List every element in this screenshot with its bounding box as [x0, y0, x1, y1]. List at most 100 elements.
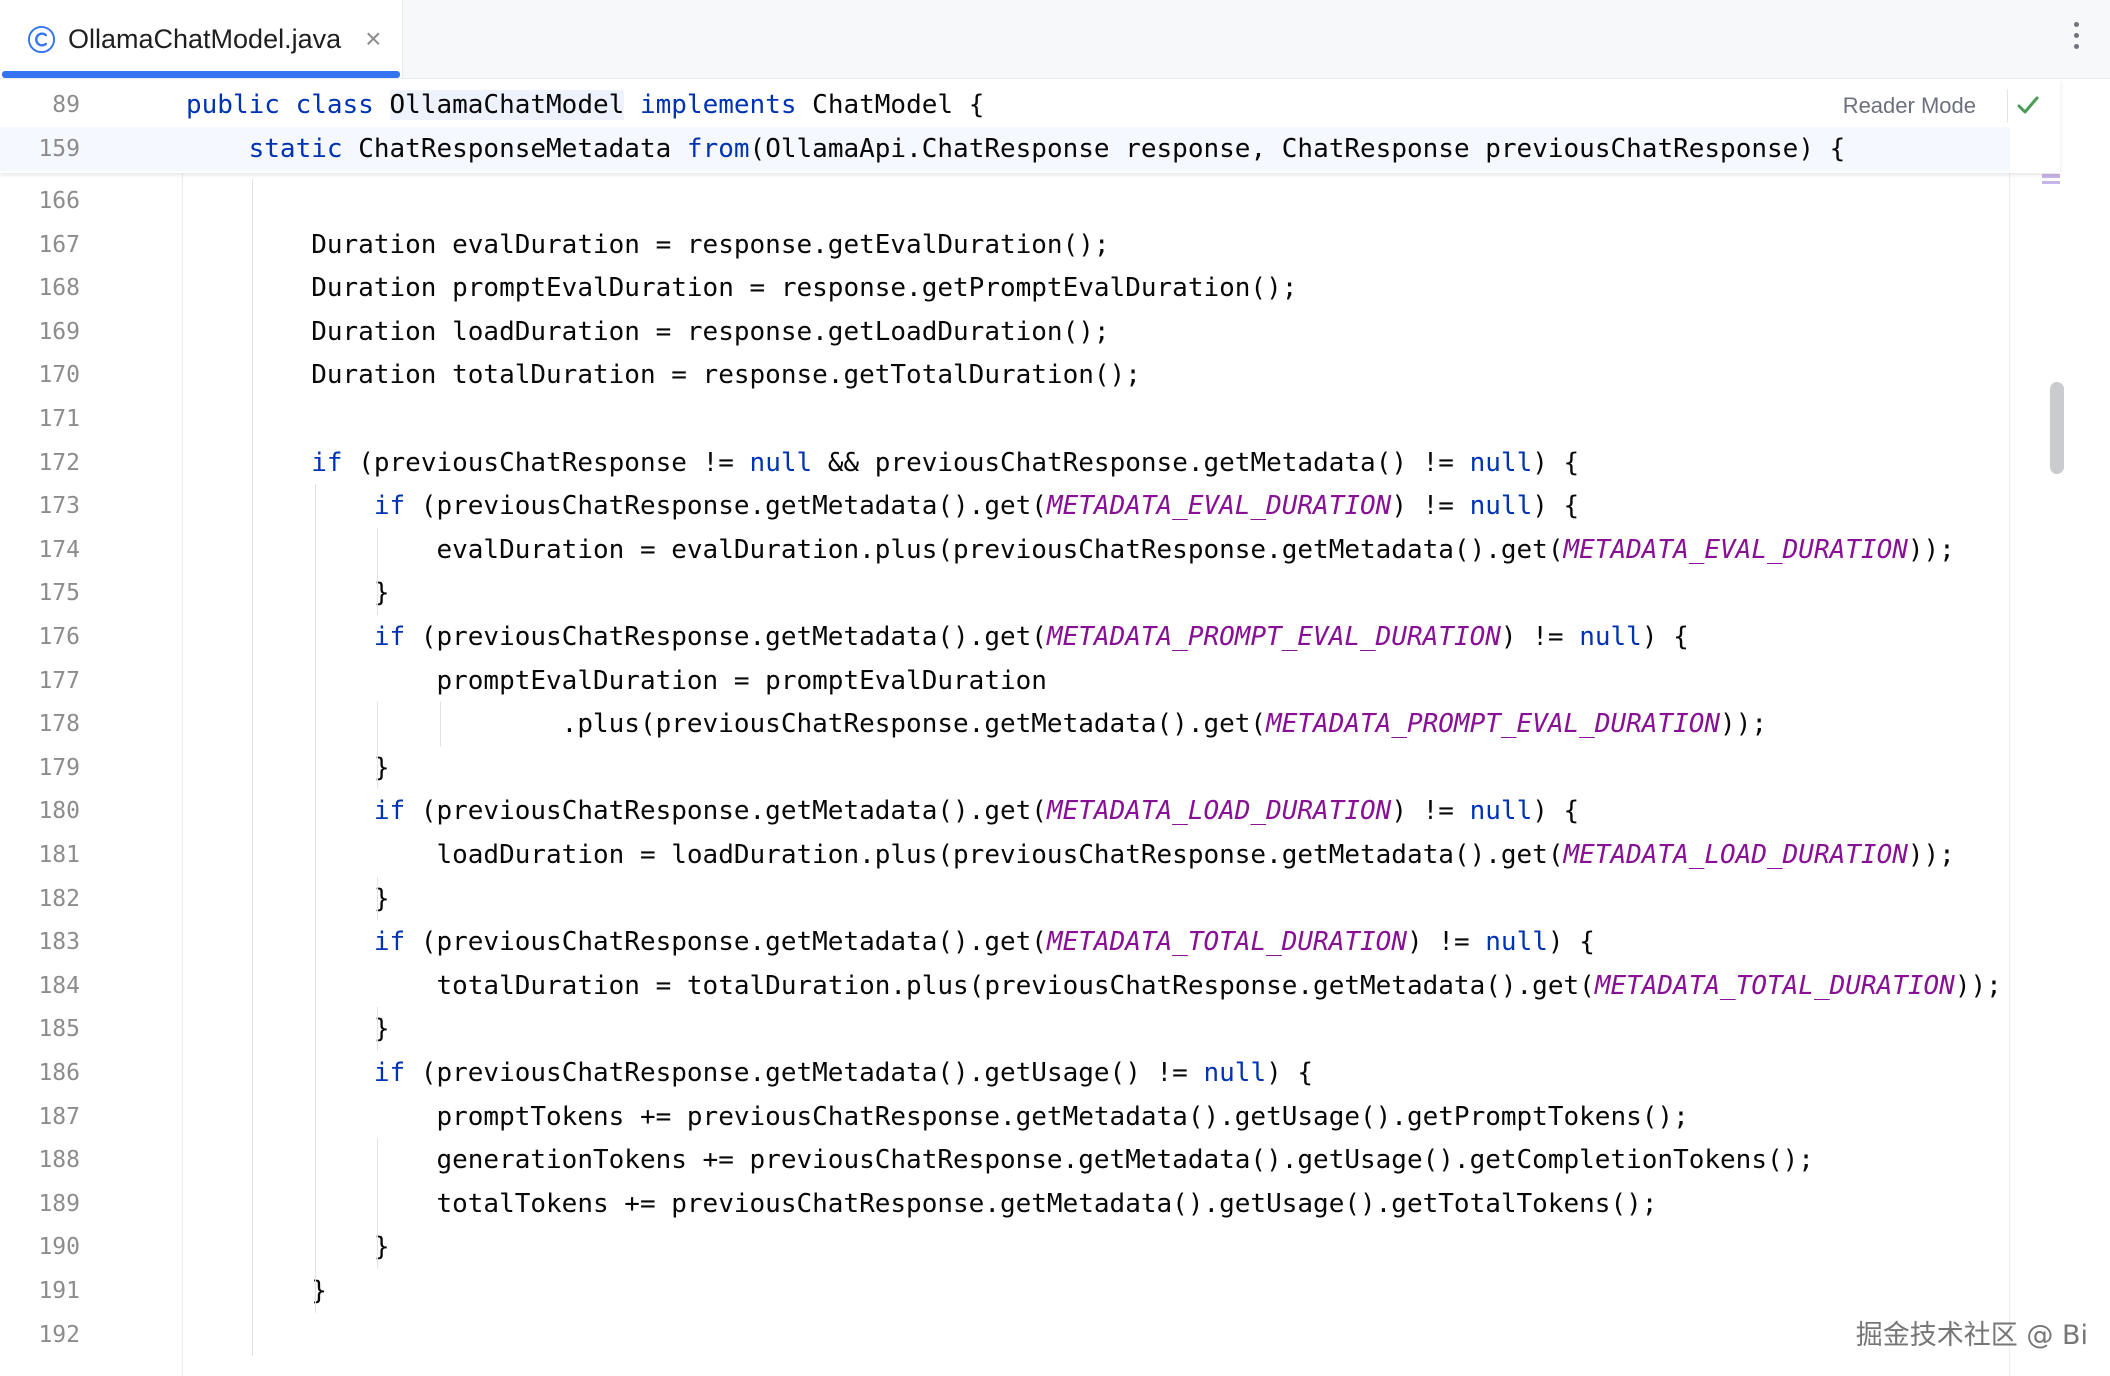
code-text[interactable]: Duration evalDuration = response.getEval… [186, 223, 1109, 267]
line-number[interactable]: 178 [38, 711, 80, 738]
code-text[interactable]: totalDuration = totalDuration.plus(previ… [186, 964, 2001, 1008]
scroll-marker [2042, 181, 2060, 184]
code-text[interactable]: if (previousChatResponse.getMetadata().g… [186, 484, 1579, 528]
code-line[interactable]: 181 loadDuration = loadDuration.plus(pre… [0, 833, 2010, 877]
code-text[interactable]: Duration totalDuration = response.getTot… [186, 353, 1141, 397]
code-text[interactable]: if (previousChatResponse.getMetadata().g… [186, 920, 1595, 964]
close-tab-icon[interactable]: × [365, 23, 382, 54]
code-line[interactable]: 189 totalTokens += previousChatResponse.… [0, 1182, 2010, 1226]
line-number[interactable]: 185 [38, 1016, 80, 1043]
code-text[interactable]: .plus(previousChatResponse.getMetadata()… [186, 702, 1767, 746]
code-text[interactable]: static ChatResponseMetadata from(OllamaA… [186, 127, 1846, 171]
line-number[interactable]: 188 [38, 1147, 80, 1174]
code-line[interactable]: 184 totalDuration = totalDuration.plus(p… [0, 964, 2010, 1008]
line-number[interactable]: 177 [38, 667, 80, 694]
code-line[interactable]: 187 promptTokens += previousChatResponse… [0, 1095, 2010, 1139]
code-token: ) { [1532, 796, 1580, 827]
code-line[interactable]: 191 } [0, 1269, 2010, 1313]
code-text[interactable]: totalTokens += previousChatResponse.getM… [186, 1182, 1657, 1226]
line-number[interactable]: 172 [38, 449, 80, 476]
scrollbar-thumb[interactable] [2050, 382, 2064, 474]
code-text[interactable]: } [186, 1225, 390, 1269]
line-number[interactable]: 171 [38, 406, 80, 432]
line-number[interactable]: 181 [38, 842, 80, 868]
code-line[interactable]: 159 static ChatResponseMetadata from(Oll… [0, 127, 2010, 171]
code-text[interactable]: generationTokens += previousChatResponse… [186, 1138, 1814, 1182]
code-line[interactable]: 89 public class OllamaChatModel implement… [0, 83, 2010, 127]
checkmark-icon[interactable] [2016, 93, 2040, 117]
code-text[interactable]: if (previousChatResponse.getMetadata().g… [186, 1051, 1313, 1095]
code-line[interactable]: 180 if (previousChatResponse.getMetadata… [0, 789, 2010, 833]
line-number[interactable]: 191 [38, 1278, 80, 1304]
code-line[interactable]: 173 if (previousChatResponse.getMetadata… [0, 484, 2010, 528]
line-number[interactable]: 169 [38, 318, 80, 345]
line-number[interactable]: 189 [38, 1190, 80, 1217]
code-line[interactable]: 188 generationTokens += previousChatResp… [0, 1138, 2010, 1182]
line-number[interactable]: 159 [38, 136, 80, 162]
code-text[interactable]: public class OllamaChatModel implements … [186, 83, 984, 127]
code-text[interactable]: evalDuration = evalDuration.plus(previou… [186, 528, 1954, 572]
line-number[interactable]: 170 [38, 362, 80, 389]
code-line[interactable]: 171 [0, 397, 2010, 441]
code-text[interactable]: loadDuration = loadDuration.plus(previou… [186, 833, 1954, 877]
code-text[interactable]: Duration promptEvalDuration = response.g… [186, 266, 1297, 310]
code-line[interactable]: 190 } [0, 1225, 2010, 1269]
code-text[interactable]: } [186, 1269, 327, 1313]
line-number[interactable]: 166 [38, 188, 80, 214]
code-line[interactable]: 178 .plus(previousChatResponse.getMetada… [0, 702, 2010, 746]
line-number[interactable]: 168 [38, 275, 80, 302]
reader-mode-button[interactable]: Reader Mode [1842, 93, 1976, 118]
line-number[interactable]: 182 [38, 885, 80, 912]
vertical-scrollbar[interactable] [2009, 79, 2064, 1376]
line-number[interactable]: 184 [38, 972, 80, 999]
code-text[interactable]: } [186, 571, 390, 615]
code-token: (previousChatResponse.getMetadata().get( [405, 927, 1047, 958]
line-number[interactable]: 176 [38, 624, 80, 650]
code-line[interactable]: 192 [0, 1313, 2010, 1357]
code-line[interactable]: 170 Duration totalDuration = response.ge… [0, 353, 2010, 397]
tab-ollamachatmodel[interactable]: OllamaChatModel.java × [0, 0, 403, 78]
code-line[interactable]: 168 Duration promptEvalDuration = respon… [0, 266, 2010, 310]
line-number[interactable]: 179 [38, 754, 80, 781]
code-line[interactable]: 177 promptEvalDuration = promptEvalDurat… [0, 659, 2010, 703]
code-token: ) != [1406, 927, 1486, 958]
code-line[interactable]: 186 if (previousChatResponse.getMetadata… [0, 1051, 2010, 1095]
keyword-token: if [311, 447, 343, 478]
code-editor[interactable]: 89 public class OllamaChatModel implement… [0, 79, 2064, 1376]
code-line[interactable]: 166 [0, 179, 2010, 223]
code-token: ChatModel { [796, 90, 985, 120]
line-number[interactable]: 89 [52, 92, 80, 118]
line-number[interactable]: 190 [38, 1234, 80, 1261]
line-number[interactable]: 180 [38, 798, 80, 825]
code-text[interactable]: if (previousChatResponse.getMetadata().g… [186, 789, 1579, 833]
code-line[interactable]: 175 } [0, 571, 2010, 615]
code-text[interactable]: } [186, 746, 390, 790]
line-number[interactable]: 187 [38, 1103, 80, 1130]
code-line[interactable]: 185 } [0, 1007, 2010, 1051]
code-text[interactable]: } [186, 877, 390, 921]
line-number[interactable]: 167 [38, 231, 80, 258]
code-line[interactable]: 182 } [0, 877, 2010, 921]
code-text[interactable]: promptEvalDuration = promptEvalDuration [186, 659, 1046, 703]
line-number[interactable]: 175 [38, 580, 80, 607]
code-text[interactable]: Duration loadDuration = response.getLoad… [186, 310, 1109, 354]
more-options-icon[interactable] [2072, 22, 2080, 56]
code-line[interactable]: 183 if (previousChatResponse.getMetadata… [0, 920, 2010, 964]
code-line[interactable]: 167 Duration evalDuration = response.get… [0, 223, 2010, 267]
code-token: (previousChatResponse.getMetadata().get( [405, 491, 1047, 522]
line-number[interactable]: 173 [38, 493, 80, 520]
code-line[interactable]: 169 Duration loadDuration = response.get… [0, 310, 2010, 354]
line-number[interactable]: 192 [38, 1321, 80, 1348]
code-text[interactable]: if (previousChatResponse != null && prev… [186, 441, 1579, 485]
code-line[interactable]: 174 evalDuration = evalDuration.plus(pre… [0, 528, 2010, 572]
code-text[interactable]: promptTokens += previousChatResponse.get… [186, 1095, 1688, 1139]
code-line[interactable]: 176 if (previousChatResponse.getMetadata… [0, 615, 2010, 659]
code-text[interactable]: } [186, 1007, 390, 1051]
line-number[interactable]: 186 [38, 1060, 80, 1086]
code-text[interactable]: if (previousChatResponse.getMetadata().g… [186, 615, 1689, 659]
line-number[interactable]: 183 [38, 929, 80, 956]
constant-token: METADATA_PROMPT_EVAL_DURATION [1266, 709, 1721, 740]
line-number[interactable]: 174 [38, 536, 80, 563]
code-line[interactable]: 179 } [0, 746, 2010, 790]
code-line[interactable]: 172 if (previousChatResponse != null && … [0, 441, 2010, 485]
